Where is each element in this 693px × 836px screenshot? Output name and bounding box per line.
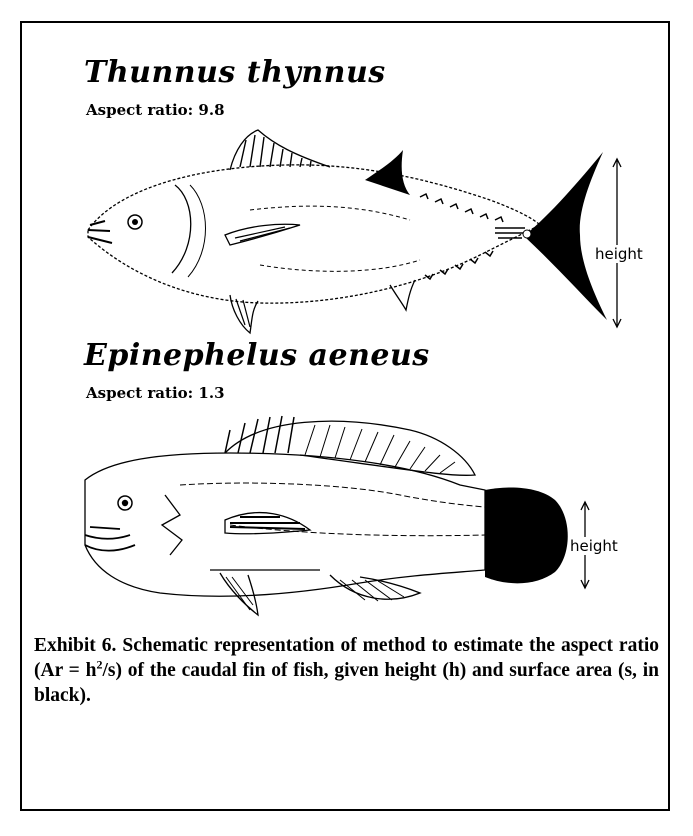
grouper-illustration: height	[80, 405, 670, 620]
grouper-caudal-fin	[485, 487, 568, 583]
tuna-height-label: height	[595, 245, 643, 263]
tuna-caudal-fin	[525, 152, 607, 320]
tuna-pelvic-fin	[230, 295, 258, 333]
grouper-dorsal-fin	[225, 416, 294, 453]
grouper-pelvic-fin	[220, 573, 258, 615]
aspect-ratio-epinephelus: Aspect ratio: 1.3	[86, 384, 225, 402]
aspect-ratio-thunnus: Aspect ratio: 9.8	[86, 101, 225, 119]
species-name-epinephelus: Epinephelus aeneus	[84, 338, 430, 373]
tuna-body	[88, 165, 540, 303]
figure-caption: Exhibit 6. Schematic representation of m…	[34, 633, 659, 708]
species-name-thunnus: Thunnus thynnus	[84, 55, 386, 90]
grouper-body	[85, 453, 485, 596]
tuna-illustration: height	[80, 125, 670, 335]
grouper-height-label: height	[570, 537, 618, 555]
caption-text-2: /s) of the caudal fin of fish, given hei…	[34, 660, 659, 706]
